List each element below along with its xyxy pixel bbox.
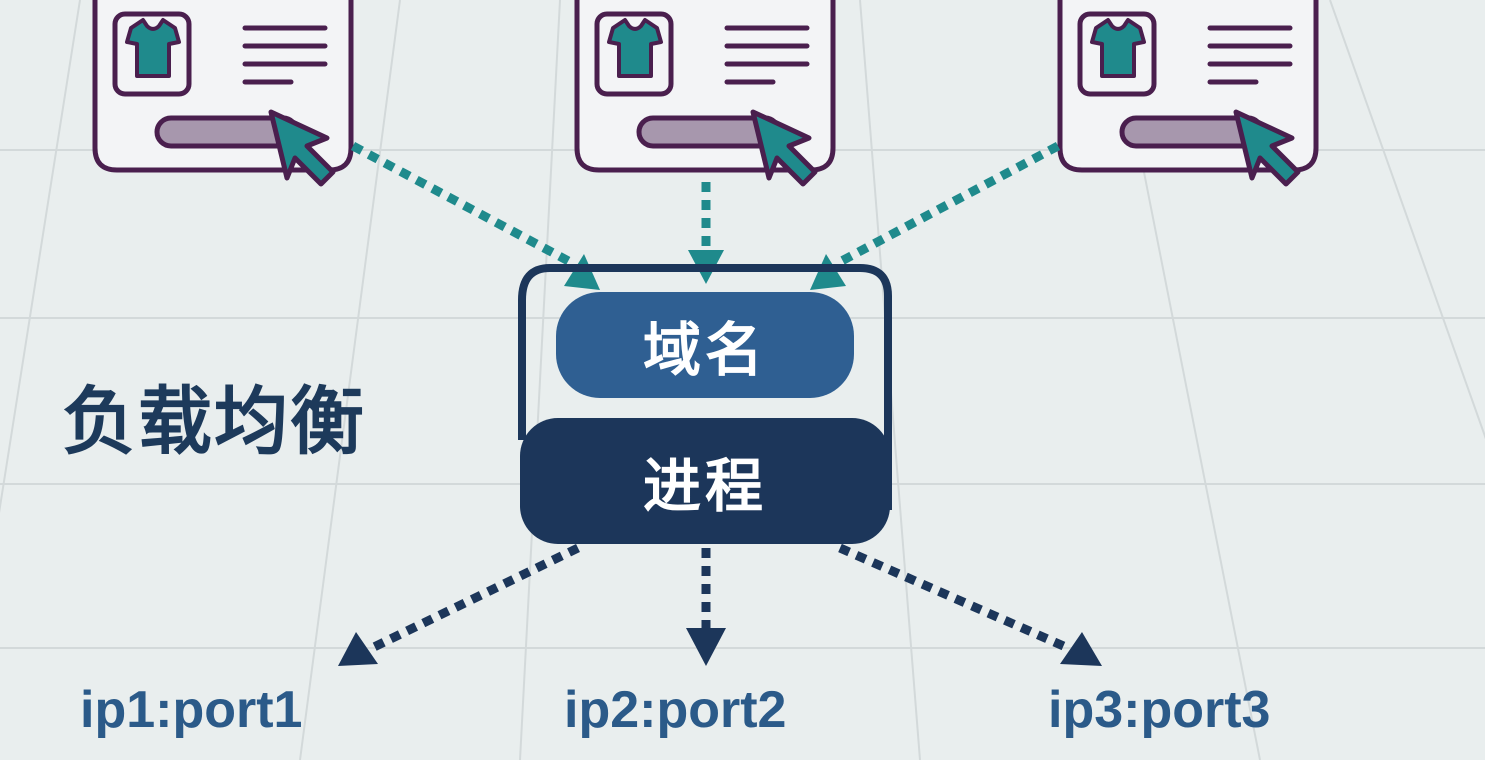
outgoing-arrowhead-3 bbox=[1060, 632, 1102, 666]
outgoing-arrowhead-1 bbox=[338, 632, 378, 666]
incoming-arrow-3 bbox=[833, 142, 1061, 268]
client-card-1 bbox=[95, 0, 351, 184]
target-endpoint-2: ip2:port2 bbox=[564, 681, 787, 739]
incoming-arrow-1 bbox=[350, 142, 577, 268]
outgoing-arrow-1 bbox=[370, 543, 580, 653]
client-card-3 bbox=[1060, 0, 1316, 184]
domain-box bbox=[556, 292, 854, 398]
target-endpoint-1: ip1:port1 bbox=[80, 681, 303, 739]
process-label: 进程 bbox=[642, 452, 767, 520]
grid-line bbox=[519, 0, 561, 760]
client-card-2 bbox=[577, 0, 833, 184]
grid-line bbox=[1329, 0, 1485, 440]
outgoing-arrowhead-2 bbox=[686, 628, 726, 666]
diagram-title: 负载均衡 bbox=[62, 379, 366, 465]
grid-line bbox=[299, 0, 401, 760]
server-box bbox=[518, 264, 892, 544]
outgoing-arrow-3 bbox=[838, 543, 1070, 653]
grid-line bbox=[0, 0, 81, 514]
target-endpoint-3: ip3:port3 bbox=[1048, 681, 1271, 739]
domain-label: 域名 bbox=[642, 316, 767, 384]
process-box bbox=[520, 418, 890, 544]
